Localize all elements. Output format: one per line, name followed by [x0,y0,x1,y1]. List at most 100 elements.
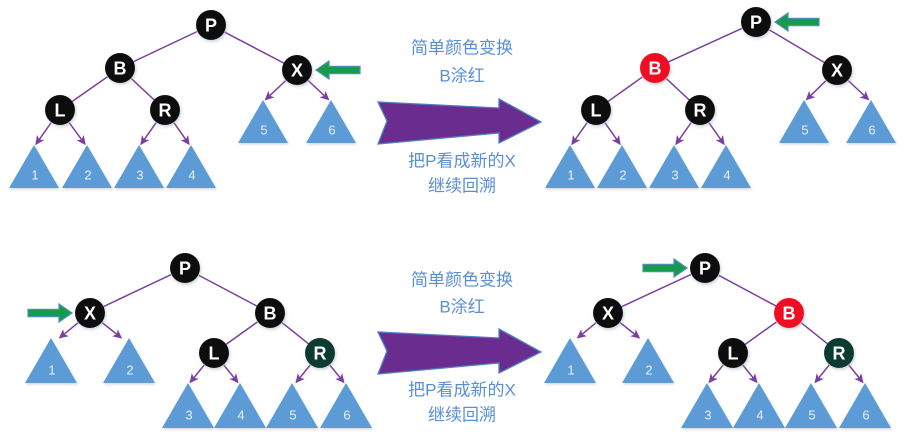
bottom-right-edge-X-T1 [576,322,597,339]
caption-bottom-above-line2: B涂红 [439,298,484,317]
caption-top-below-line1: 把P看成新的X [408,152,516,171]
triangle-shape [238,100,288,143]
bottom-left-node-P: P [170,253,200,283]
node-circle [105,53,135,83]
node-circle [741,7,771,37]
node-label: R [694,101,707,121]
bottom-left-subtree-6: 6 [320,383,372,428]
triangle-shape [622,338,674,383]
bottom-left-subtree-5: 5 [266,383,318,428]
triangle-shape [166,145,216,188]
node-circle [824,338,854,368]
bottom-left-edge-R-T6 [329,364,345,384]
bottom-right-subtree-3: 3 [681,383,733,428]
triangle-label: 3 [704,408,711,423]
green-pointers-layer [27,11,820,324]
triangle-shape [701,145,751,188]
top-left-edge-L-T1 [35,122,52,146]
top-right-edge-R-T4 [708,122,725,146]
top-right-edge-P-X [768,29,836,69]
triangle-label: 1 [567,363,574,378]
node-circle [593,298,623,328]
triangle-label: 6 [343,408,350,423]
triangle-shape [785,383,837,428]
top-left-subtree-4: 4 [166,145,216,188]
node-circle [75,298,105,328]
bottom-left-edge-L-T3 [189,364,205,384]
bottom-right-edge-R-T5 [814,364,830,384]
triangle-shape [839,383,891,428]
node-label: L [591,101,602,121]
triangle-label: 5 [808,408,815,423]
node-label: P [750,13,762,33]
transform-block-arrow-bottom [376,327,543,375]
triangle-label: 6 [862,408,869,423]
top-right-edge-R-T3 [675,122,692,146]
triangle-label: 3 [671,168,678,183]
triangle-shape [162,383,214,428]
bottom-left-edge-P-B [198,274,268,313]
top-left-subtree-6: 6 [306,100,356,143]
bottom-left-edge-L-T4 [223,364,239,384]
bottom-right-node-B: B [774,298,804,328]
node-label: B [264,304,277,324]
top-right-edge-L-T2 [604,122,621,146]
caption-bottom-above-line1: 简单颜色变换 [411,271,513,290]
caption-bottom-below-line2: 继续回溯 [428,406,496,425]
triangle-shape [681,383,733,428]
node-label: P [205,16,217,36]
triangle-shape [9,145,59,188]
bottom-right-edge-P-B [718,274,787,313]
bottom-left-subtree-4: 4 [214,383,266,428]
caption-top-above-line2: B涂红 [439,67,484,86]
top-left-subtree-1: 1 [9,145,59,188]
node-circle [199,338,229,368]
node-circle [196,10,226,40]
triangle-label: 2 [619,168,626,183]
top-left-subtree-3: 3 [114,145,164,188]
node-label: X [602,304,614,324]
triangle-label: 4 [723,168,730,183]
transform-block-arrow-top [376,97,543,145]
bottom-left-node-B: B [255,298,285,328]
top-right-subtree-4: 4 [701,145,751,188]
triangle-label: 5 [289,408,296,423]
top-left-node-B: B [105,53,135,83]
node-label: L [728,344,739,364]
triangle-label: 4 [756,408,763,423]
bottom-right-node-R: R [824,338,854,368]
node-circle [690,253,720,283]
top-right-edge-X-T5 [805,80,827,101]
triangle-label: 1 [31,168,38,183]
top-right-green-pointer-arrow [773,11,820,33]
node-label: X [291,61,303,81]
triangle-shape [597,145,647,188]
top-right-node-X: X [822,55,852,85]
bottom-right-node-P: P [690,253,720,283]
node-label: L [209,344,220,364]
triangle-shape [306,100,356,143]
top-right-subtree-5: 5 [779,100,829,143]
node-circle [685,95,715,125]
bottom-left-node-X: X [75,298,105,328]
node-label: P [179,259,191,279]
top-right-edge-L-T1 [571,122,588,146]
top-left-edge-R-T3 [140,122,157,146]
caption-bottom-below-line1: 把P看成新的X [408,381,516,400]
triangle-shape [114,145,164,188]
top-left-node-L: L [45,95,75,125]
triangle-label: 4 [188,168,195,183]
top-left-edge-X-T6 [307,80,330,101]
top-left-edge-L-T2 [68,122,86,146]
triangle-shape [62,145,112,188]
top-right-subtree-6: 6 [846,100,896,143]
triangle-label: 5 [801,123,808,138]
node-label: X [831,61,843,81]
triangle-label: 1 [567,168,574,183]
node-label: B [783,304,796,324]
top-right-subtree-1: 1 [545,145,595,188]
node-label: L [55,101,66,121]
triangle-shape [779,100,829,143]
